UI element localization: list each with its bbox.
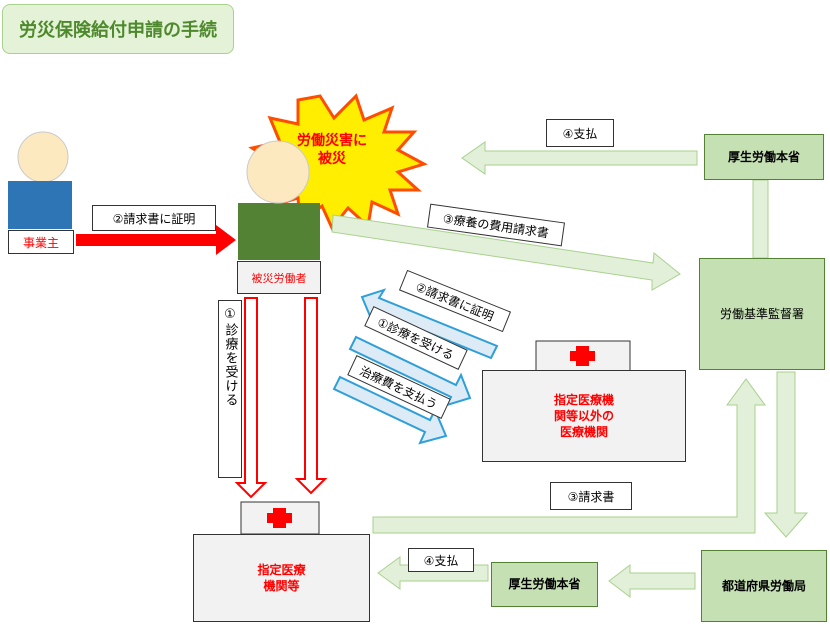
non-designated-hospital-line-2: 関等以外の — [553, 408, 614, 423]
employer-head — [17, 131, 69, 183]
worker-label: 被災労働者 — [237, 261, 321, 294]
step-certify-request-employer: ②請求書に証明 — [92, 205, 216, 231]
arrow-employer-to-worker — [76, 225, 236, 255]
employer-body — [8, 181, 72, 229]
disaster-burst-text: 労働災害に 被災 — [282, 132, 382, 168]
arrow-office-to-bureau — [763, 371, 809, 538]
arrow-mhlw-payment-top — [461, 141, 698, 175]
step-receive-treatment-vertical: ①診療を受ける — [218, 300, 242, 478]
step-pay-top: ④支払 — [546, 119, 614, 147]
prefectural-labor-bureau-box: 都道府県労働局 — [701, 550, 827, 622]
designated-hospital-line-2: 機関等 — [263, 579, 300, 593]
non-designated-hospital-line-3: 医療機関 — [559, 425, 608, 440]
arrow-worker-to-hospital-right — [294, 297, 328, 495]
non-designated-hospital-box: 指定医療機 関等以外の 医療機関 — [482, 370, 686, 462]
worker-head — [246, 140, 310, 204]
hospital-other-cross-h — [570, 351, 595, 361]
step-claim-bottom: ③請求書 — [550, 482, 632, 510]
burst-line-2: 被災 — [318, 151, 346, 168]
designated-hospital-line-1: 指定医療 — [257, 562, 306, 577]
arrow-hospital-claim-to-office — [372, 378, 766, 534]
arrow-expense-claim — [331, 214, 681, 291]
step-pay-bottom: ④支払 — [408, 548, 474, 572]
arrow-worker-to-hospital-left — [234, 297, 268, 499]
worker-body — [238, 203, 320, 260]
arrow-pay-to-hospital — [332, 375, 448, 445]
designated-hospital-box: 指定医療 機関等 — [193, 534, 370, 622]
burst-line-1: 労働災害に — [297, 133, 367, 149]
mhlw-bottom-box: 厚生労働本省 — [491, 562, 598, 607]
link-mhlw-to-office — [752, 179, 769, 259]
mhlw-top-box: 厚生労働本省 — [704, 134, 824, 180]
arrow-treatment-to-hospital — [348, 335, 472, 407]
labor-standards-office-box: 労働基準監督署 — [699, 258, 825, 370]
arrow-bureau-to-mhlw — [608, 563, 696, 599]
employer-label: 事業主 — [8, 230, 74, 254]
page-title: 労災保険給付申請の手続 — [2, 4, 234, 54]
non-designated-hospital-line-1: 指定医療機 — [553, 392, 614, 407]
hospital-designated-cross-h — [267, 513, 292, 523]
